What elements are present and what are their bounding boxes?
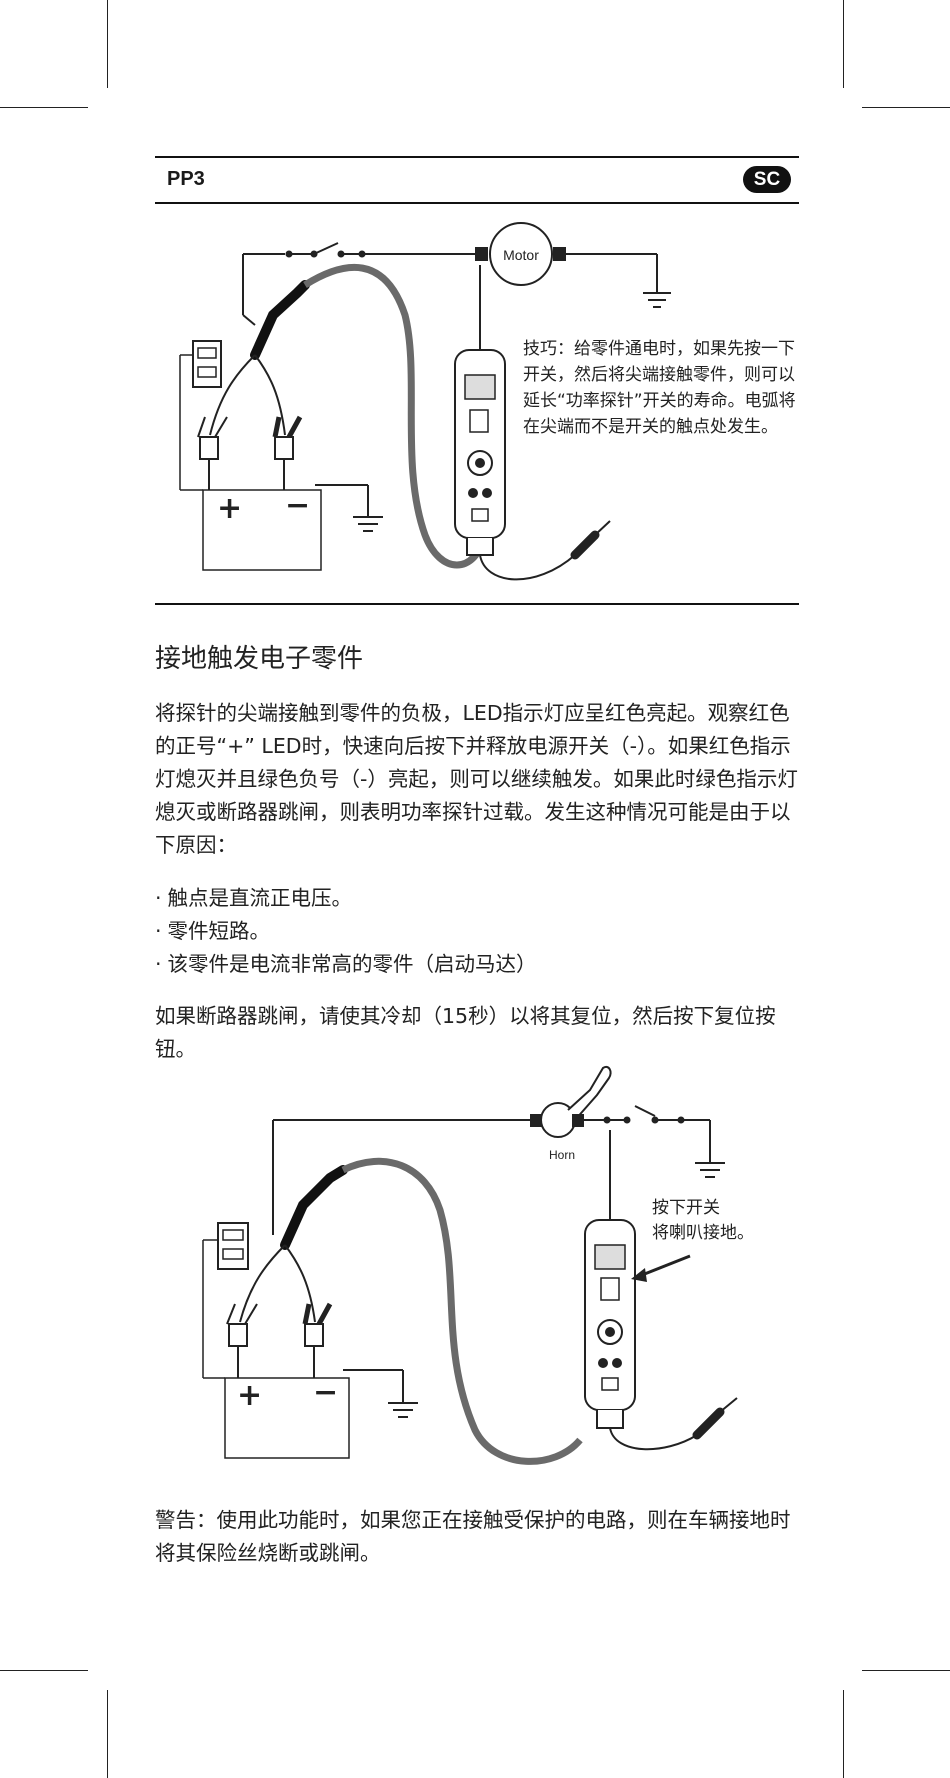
arrow-icon	[636, 1254, 691, 1279]
power-probe-icon	[584, 1130, 738, 1451]
list-item: 该零件是电流非常高的零件（启动马达）	[155, 948, 799, 981]
reset-paragraph: 如果断路器跳闸，请使其冷却（15秒）以将其复位，然后按下复位按钮。	[155, 1004, 776, 1061]
probe-connector	[280, 1165, 348, 1250]
crop-mark	[862, 107, 950, 108]
crop-mark	[0, 1670, 88, 1671]
horn-label: Horn	[549, 1148, 575, 1162]
page-header: PP3 SC	[155, 156, 799, 204]
positive-clip-icon	[197, 416, 228, 490]
probe-connector	[250, 280, 310, 360]
list-item: 零件短路。	[155, 915, 799, 948]
battery-minus-label: −	[285, 488, 310, 523]
crop-mark	[107, 1690, 108, 1778]
battery-minus-label: −	[313, 1375, 338, 1410]
cause-list: 触点是直流正电压。 零件短路。 该零件是电流非常高的零件（启动马达）	[155, 882, 799, 981]
battery-icon	[202, 489, 322, 571]
press-switch-note: 按下开关 将喇叭接地。	[652, 1198, 754, 1243]
negative-clip-icon	[302, 1302, 333, 1378]
section-title: 接地触发电子零件	[155, 644, 364, 674]
switch-lever	[313, 242, 339, 255]
motor-circuit-diagram: Motor + −	[155, 205, 675, 600]
model-name: PP3	[167, 168, 205, 190]
probe-cable	[341, 1157, 583, 1465]
crop-mark	[843, 1690, 844, 1778]
motor-icon	[489, 222, 553, 286]
positive-clip-icon	[226, 1303, 258, 1378]
battery-plus-label: +	[237, 1378, 262, 1413]
crop-mark	[107, 0, 108, 88]
probe-cable	[303, 264, 489, 569]
crop-mark	[843, 0, 844, 88]
switch-lever	[634, 1105, 656, 1117]
negative-clip-icon	[272, 415, 303, 490]
tip-text: 技巧：给零件通电时，如果先按一下开关，然后将尖端接触零件，则可以延长“功率探针”…	[523, 339, 796, 437]
intro-paragraph: 将探针的尖端接触到零件的负极，LED指示灯应呈红色亮起。观察红色的正号“+” L…	[155, 701, 798, 857]
motor-label: Motor	[503, 247, 539, 263]
crop-mark	[0, 107, 88, 108]
crop-mark	[862, 1670, 950, 1671]
section-divider	[155, 603, 799, 605]
horn-circuit-diagram: Horn +	[185, 1060, 765, 1485]
battery-icon	[224, 1377, 350, 1459]
warning-paragraph: 警告：使用此功能时，如果您正在接触受保护的电路，则在车辆接地时将其保险丝烧断或跳…	[155, 1508, 791, 1565]
battery-plus-label: +	[217, 491, 242, 526]
power-probe-icon	[454, 265, 611, 581]
list-item: 触点是直流正电压。	[155, 882, 799, 915]
language-badge: SC	[743, 166, 791, 193]
